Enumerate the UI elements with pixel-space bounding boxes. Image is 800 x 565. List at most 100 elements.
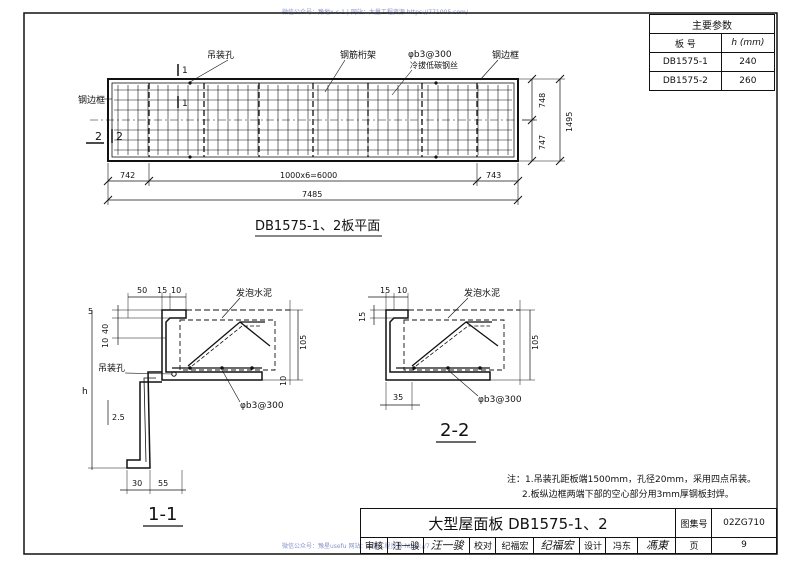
dim-h: h [82, 387, 88, 397]
reviewer-name: 汪一骏 [387, 537, 424, 553]
dim-30: 30 [132, 479, 142, 488]
dim-40: 40 [101, 324, 110, 334]
checker-signature: 纪福宏 [533, 537, 580, 553]
steel-rib-inner [143, 377, 156, 463]
hoist-hole-icon [434, 81, 438, 85]
column-header-h: h (mm) [720, 33, 776, 53]
dim-1495: 1495 [565, 112, 574, 132]
table-cell: DB1575-2 [649, 71, 722, 91]
truss-web-2 [415, 325, 490, 367]
dim-742: 742 [120, 171, 135, 180]
dim-748: 748 [538, 93, 547, 108]
dim-2-5: 2.5 [112, 413, 125, 422]
leader-line [447, 369, 479, 397]
leader-line [324, 59, 346, 93]
section-mark-2-left: 2 [95, 130, 102, 143]
truss-web [411, 321, 499, 367]
dim-10: 10 [397, 286, 407, 295]
section-2-2-caption: 2-2 [440, 420, 469, 441]
table-cell: 260 [720, 71, 776, 91]
dim-743: 743 [486, 171, 501, 180]
sheet-border [23, 12, 778, 555]
parameters-table: 主要参数 板 号 h (mm) DB1575-1 240 DB1575-2 26… [649, 14, 776, 91]
label-cold-wire: 冷拔低碳钢丝 [410, 60, 458, 70]
table-cell: DB1575-1 [649, 52, 722, 72]
dim-ticks [527, 74, 565, 166]
dim-ticks [103, 176, 523, 205]
check-label: 校对 [469, 537, 496, 553]
label-rebar-spec: φb3@300 [240, 401, 284, 411]
reviewer-signature: 汪一骏 [423, 537, 470, 553]
dim-15: 15 [157, 286, 167, 295]
section-1-1-caption: 1-1 [148, 504, 177, 525]
section-1-1: 50 15 10 5 40 10 105 10 h 2.5 30 55 发泡水泥… [82, 286, 308, 527]
note-2: 2.板纵边框两端下部的空心部分用3mm厚钢板封焊。 [522, 488, 734, 500]
foam-core [179, 319, 276, 371]
slab-outline [385, 309, 491, 381]
designer-name: 冯东 [605, 537, 638, 553]
parameters-table-title: 主要参数 [649, 14, 775, 34]
label-rebar-spec: φb3@300 [408, 50, 452, 60]
leader-line [221, 369, 241, 403]
label-rebar-spec: φb3@300 [478, 395, 522, 405]
label-steel-frame-right: 钢边框 [492, 49, 519, 61]
dim-10: 10 [171, 286, 181, 295]
label-steel-frame-left: 钢边框 [78, 94, 105, 106]
steel-rib [126, 371, 162, 469]
dim-105: 105 [531, 335, 540, 350]
leader-line [124, 372, 173, 375]
dim-105: 105 [299, 335, 308, 350]
dim-35: 35 [393, 393, 403, 402]
dim-10-b: 10 [101, 338, 110, 348]
dim-15-b: 15 [358, 312, 367, 322]
drawing-title: 大型屋面板 DB1575-1、2 [361, 509, 676, 538]
section-mark-1-top: 1 [182, 66, 188, 76]
watermark-bottom: 微信公众号：豫星usefu 网站：大量工程资源 https://7 [282, 543, 430, 550]
section-mark-1-bottom: 1 [182, 99, 188, 109]
atlas-label: 图集号 [675, 509, 712, 538]
table-row: DB1575-2 260 [649, 71, 776, 91]
label-foam-cement: 发泡水泥 [236, 287, 272, 299]
plan-view: 1 1 2 2 吊装孔 钢筋桁架 φb3@300 冷拔低碳钢丝 钢边框 钢边框 … [78, 49, 574, 237]
leader-line [391, 69, 413, 96]
section-2-2: 15 10 15 105 35 发泡水泥 φb3@300 2-2 [358, 286, 540, 443]
hoist-hole-icon [188, 81, 192, 85]
slab-outline [161, 309, 263, 381]
leader-line [479, 59, 499, 81]
table-cell: 240 [720, 52, 776, 72]
dim-5: 5 [88, 307, 93, 316]
designer-signature: 馮東 [637, 537, 676, 553]
label-foam-cement: 发泡水泥 [464, 287, 500, 299]
dim-15: 15 [380, 286, 390, 295]
truss-web [187, 321, 271, 367]
table-row: DB1575-1 240 [649, 52, 776, 72]
section-mark-2-right: 2 [116, 130, 123, 143]
leader-line [221, 297, 241, 319]
leader-line [447, 297, 469, 319]
dim-7485: 7485 [302, 190, 322, 199]
dim-10-c: 10 [279, 376, 288, 386]
design-label: 设计 [579, 537, 606, 553]
foam-core [403, 319, 505, 371]
title-block: 大型屋面板 DB1575-1、2 图集号 02ZG710 审核 汪一骏 汪一骏 … [360, 508, 777, 554]
hoist-hole-icon [188, 155, 192, 159]
plan-caption: DB1575-1、2板平面 [255, 219, 380, 234]
hoist-hole-icon [434, 155, 438, 159]
label-hoist-hole: 吊装孔 [98, 362, 125, 374]
page-label: 页 [675, 537, 712, 553]
truss-web-2 [191, 325, 262, 367]
review-label: 审核 [364, 541, 383, 552]
checker-name: 纪福宏 [495, 537, 534, 553]
leader-line [189, 59, 229, 83]
column-header-board-no: 板 号 [649, 33, 722, 53]
dim-50: 50 [137, 286, 147, 295]
dim-747: 747 [538, 135, 547, 150]
dim-55: 55 [158, 479, 168, 488]
label-steel-truss: 钢筋桁架 [340, 49, 376, 61]
label-hoist-hole: 吊装孔 [207, 49, 234, 61]
page-number: 9 [711, 537, 776, 553]
note-1: 注：1.吊装孔距板端1500mm，孔径20mm，采用四点吊装。 [507, 473, 756, 485]
dim-6000: 1000x6=6000 [280, 171, 337, 180]
atlas-number: 02ZG710 [711, 509, 776, 538]
